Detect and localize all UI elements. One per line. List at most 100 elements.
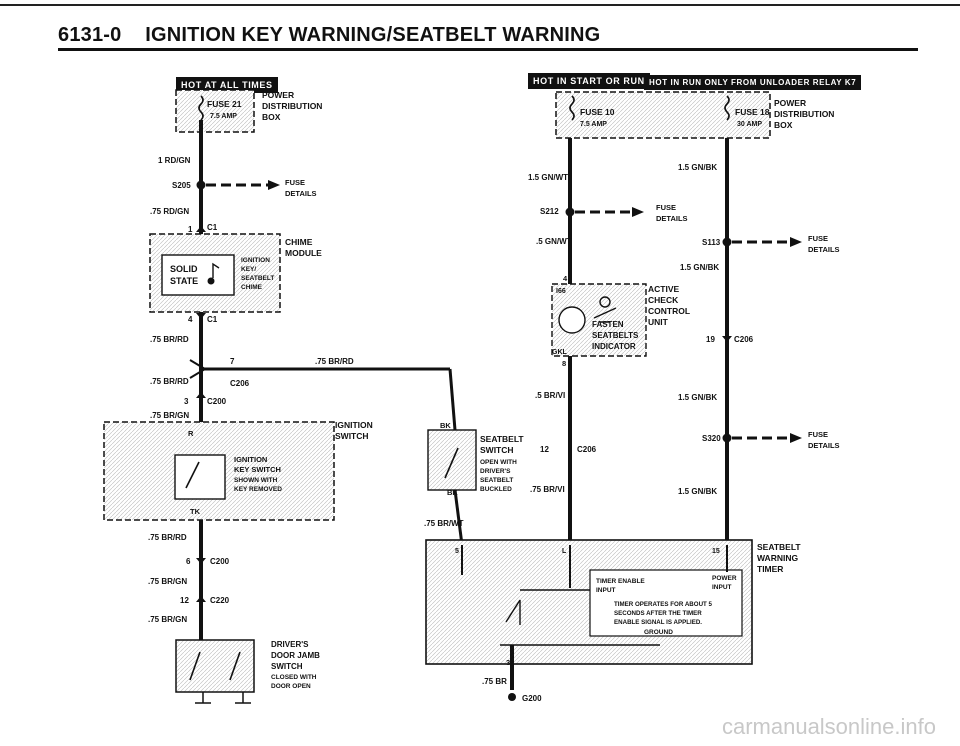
chime-note-head: [207, 277, 215, 285]
page-header: 6131-0 IGNITION KEY WARNING/SEATBELT WAR…: [58, 24, 600, 47]
seatbelt-switch-4: DRIVER'S: [480, 468, 511, 475]
door-switch-blade-a: [189, 651, 201, 681]
wire-1rdgn: 1 RD/GN: [158, 156, 191, 165]
seatbelt-person-icon: [599, 296, 611, 308]
power-dist-right-1: POWER: [774, 98, 806, 108]
c206-left-connector: [189, 359, 207, 379]
splice-s320-dot: [722, 433, 732, 443]
c220-pin: [196, 596, 206, 602]
s113-fuse-details-1: FUSE: [808, 234, 828, 243]
power-dist-left-3: BOX: [262, 112, 281, 122]
c1-bottom-pin: [196, 313, 206, 319]
active-check-4: UNIT: [648, 317, 669, 327]
c200b-label: C200: [210, 557, 230, 566]
timer-enable-1: TIMER ENABLE: [596, 578, 645, 585]
brwt-wire: [453, 489, 464, 546]
fuse21-amp: 7.5 AMP: [210, 113, 237, 120]
splice-s212-dot: [565, 207, 575, 217]
fuse18-symbol: [724, 95, 730, 121]
s113-fuse-details-2: DETAILS: [808, 245, 840, 254]
wire-75brwt: .75 BR/WT: [424, 519, 464, 528]
ign-key-switch-symbol: [174, 454, 226, 500]
c1-top-pin-label: 1: [188, 225, 193, 234]
s205-fuse-details-2: DETAILS: [285, 189, 317, 198]
ign-switch-pin: R: [188, 429, 194, 438]
bk-bottom-label: BK: [447, 488, 458, 497]
fasten-seatbelts-3: INDICATOR: [592, 342, 636, 351]
brrd-drop-wire: [448, 368, 457, 431]
pin4-label: 4: [563, 274, 568, 283]
banner-hot-in-start-or-run: HOT IN START OR RUN: [528, 73, 650, 89]
chime-module-2: MODULE: [285, 248, 322, 258]
splice-s205-dot: [196, 180, 206, 190]
chime-note-icon: [212, 262, 220, 278]
power-input-2: INPUT: [712, 584, 732, 591]
timer-desc-1: TIMER OPERATES FOR ABOUT 5: [614, 601, 713, 608]
fuse10-fuse18-box: [555, 91, 771, 139]
wire-15gnbk-a: 1.5 GN/BK: [678, 163, 717, 172]
solid-state-2: STATE: [170, 276, 198, 286]
c1-bottom-pin-label: 4: [188, 315, 193, 324]
seatbelt-switch-1: SEATBELT: [480, 434, 524, 444]
door-switch-3: SWITCH: [271, 662, 303, 671]
s320-label: S320: [702, 434, 721, 443]
s205-arrow: [268, 180, 280, 190]
ground-label: GROUND: [644, 629, 673, 636]
ign-key-switch-1: IGNITION: [234, 455, 267, 464]
seatbelt-switch-5: SEATBELT: [480, 477, 513, 484]
ign-chime-1: IGNITION: [241, 257, 270, 264]
bk-top-label: BK: [440, 421, 451, 430]
wire-75brrd-a: .75 BR/RD: [150, 335, 189, 344]
g200-ground-dot: [508, 693, 516, 701]
pin31-label: 31: [506, 658, 514, 667]
power-dist-right-3: BOX: [774, 120, 793, 130]
c200b-pin-label: 6: [186, 557, 191, 566]
wire-15gnbk-c: 1.5 GN/BK: [678, 393, 717, 402]
ign-chime-2: KEY/: [241, 266, 256, 273]
wire-75brrd-c: .75 BR/RD: [148, 533, 187, 542]
ign-key-switch-4: KEY REMOVED: [234, 486, 282, 493]
timer-desc-3: ENABLE SIGNAL IS APPLIED.: [614, 619, 702, 626]
seatbelt-switch-3: OPEN WITH: [480, 459, 517, 466]
fuse21-label: FUSE 21: [207, 99, 242, 109]
fuse21-box: [175, 89, 255, 133]
fasten-seatbelts-1: FASTEN: [592, 320, 624, 329]
ign-switch-title-1: IGNITION: [335, 420, 373, 430]
door-switch-5: DOOR OPEN: [271, 683, 311, 690]
g200-label: G200: [522, 694, 542, 703]
timer-desc-2: SECONDS AFTER THE TIMER: [614, 610, 702, 617]
ign-key-switch-2: KEY SWITCH: [234, 465, 281, 474]
solid-state-block: [161, 254, 235, 296]
c206-mid-label: C206: [577, 445, 597, 454]
c200-label: C200: [207, 397, 227, 406]
door-switch-blade-b: [229, 651, 241, 681]
wire-15gnbk-b: 1.5 GN/BK: [680, 263, 719, 272]
ign-switch-title-2: SWITCH: [335, 431, 369, 441]
page-title: IGNITION KEY WARNING/SEATBELT WARNING: [145, 24, 601, 46]
top-rule: [0, 4, 960, 6]
banner-hot-in-run-only: HOT IN RUN ONLY FROM UNLOADER RELAY K7: [644, 75, 862, 90]
timer-pin5: 5: [455, 548, 459, 555]
s205-label: S205: [172, 181, 191, 190]
header-rule: [58, 48, 918, 51]
wire-75brgn-b: .75 BR/GN: [148, 577, 187, 586]
c220-pin-label: 12: [180, 596, 189, 605]
indicator-lamp-symbol: [558, 306, 586, 334]
power-dist-left-1: POWER: [262, 90, 294, 100]
s320-fuse-details-2: DETAILS: [808, 441, 840, 450]
s320-fuse-details-1: FUSE: [808, 430, 828, 439]
c206-right-label: C206: [734, 335, 754, 344]
wire-5brvi: .5 BR/VI: [535, 391, 565, 400]
ign-switch-blade: [185, 461, 200, 489]
wire-75rdgn: .75 RD/GN: [150, 207, 189, 216]
power-dist-right-2: DISTRIBUTION: [774, 109, 834, 119]
banner-hot-at-all-times: HOT AT ALL TIMES: [176, 77, 278, 93]
fuse21-symbol: [198, 95, 204, 121]
fasten-seatbelts-2: SEATBELTS: [592, 331, 639, 340]
c206-mid-pin-label: 12: [540, 445, 549, 454]
timer-title-2: WARNING: [757, 553, 798, 563]
door-switch-2: DOOR JAMB: [271, 651, 320, 660]
c200b-pin: [196, 558, 206, 564]
active-check-2: CHECK: [648, 295, 679, 305]
